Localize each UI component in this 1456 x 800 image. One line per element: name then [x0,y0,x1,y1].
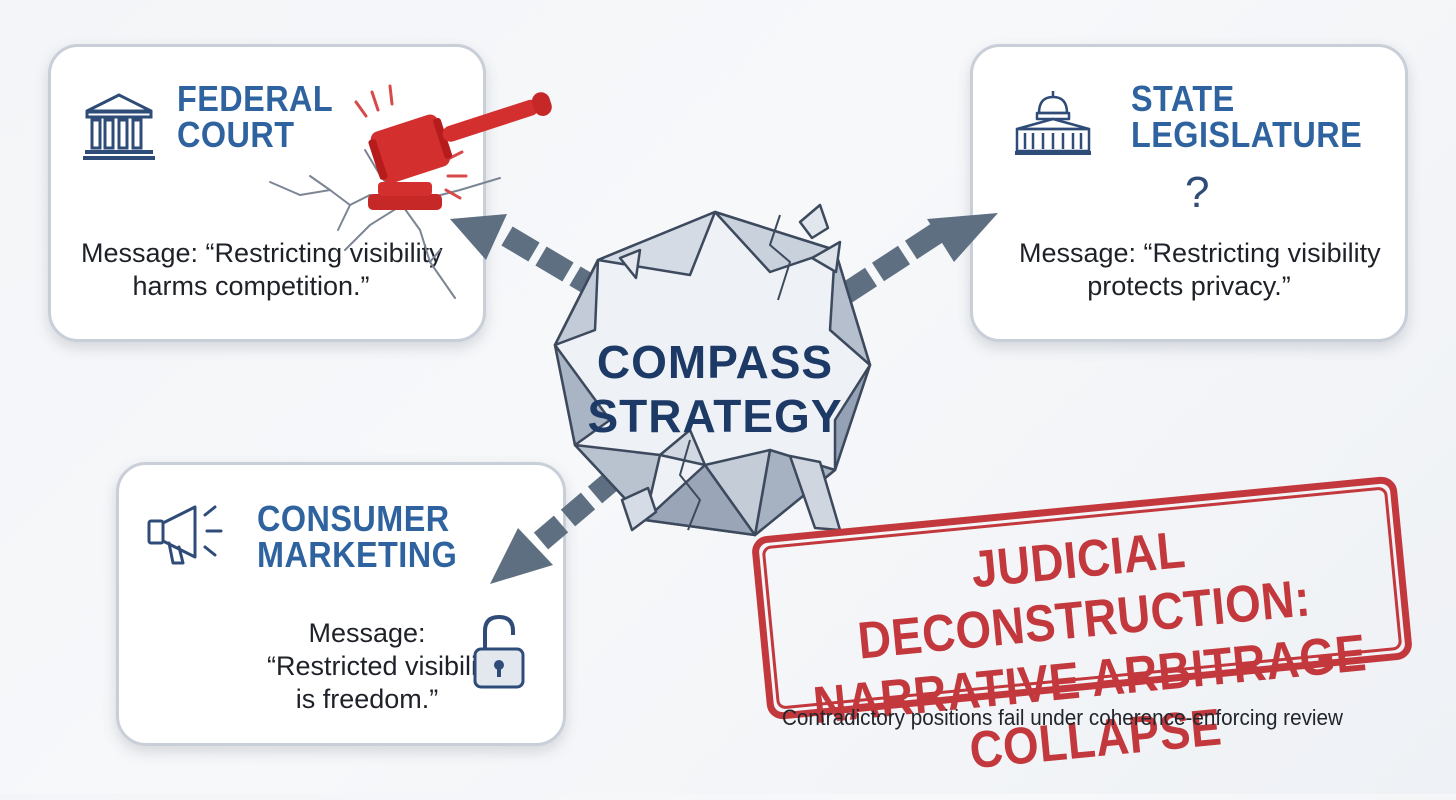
state-legislature-card: STATE LEGISLATURE ? Message: “Restrictin… [970,44,1408,342]
federal-court-message-line1: Message: “Restricting visibility [81,238,443,268]
consumer-marketing-message-line3: is freedom.” [295,684,439,714]
state-legislature-title-line1: STATE [1131,78,1235,119]
federal-court-message-line2: harms competition.” [132,271,370,301]
arrow-to-state-legislature [838,213,998,304]
state-legislature-message-line1: Message: “Restricting visibility [1019,238,1381,268]
consumer-marketing-title-line1: CONSUMER [257,498,450,539]
gavel-icon [354,84,552,210]
federal-court-title-line2: COURT [177,114,295,155]
consumer-marketing-card: CONSUMER MARKETING Message: “Restricted … [116,462,566,746]
federal-court-title: FEDERAL COURT [177,81,333,153]
question-mark-icon: ? [1185,168,1210,217]
consumer-marketing-title: CONSUMER MARKETING [257,501,457,573]
arrow-to-federal-court [450,214,608,302]
consumer-marketing-message-line2: “Restricted visibility [267,651,499,681]
consumer-marketing-message-line1: Message: [308,618,426,648]
compass-strategy-label: COMPASS STRATEGY [570,335,860,443]
unlocked-padlock-icon [473,614,525,689]
state-legislature-title: STATE LEGISLATURE [1131,81,1362,153]
compass-strategy-line2: STRATEGY [587,390,843,442]
capitol-icon [1015,91,1091,155]
federal-court-message: Message: “Restricting visibility harms c… [81,237,443,303]
compass-strategy-line1: COMPASS [596,336,834,388]
state-legislature-message: Message: “Restricting visibility protect… [1019,237,1381,303]
consumer-marketing-title-line2: MARKETING [257,534,458,575]
consumer-marketing-message: Message: “Restricted visibility is freed… [267,617,499,716]
federal-court-title-line1: FEDERAL [177,78,334,119]
caption: Contradictory positions fail under coher… [782,705,1343,730]
courthouse-icon [83,93,155,160]
arrow-to-consumer-marketing [490,469,623,584]
state-legislature-message-line2: protects privacy.” [1087,271,1291,301]
state-legislature-title-line2: LEGISLATURE [1131,114,1363,155]
megaphone-icon [147,505,223,565]
compass-strategy-polyhedron [553,203,872,537]
